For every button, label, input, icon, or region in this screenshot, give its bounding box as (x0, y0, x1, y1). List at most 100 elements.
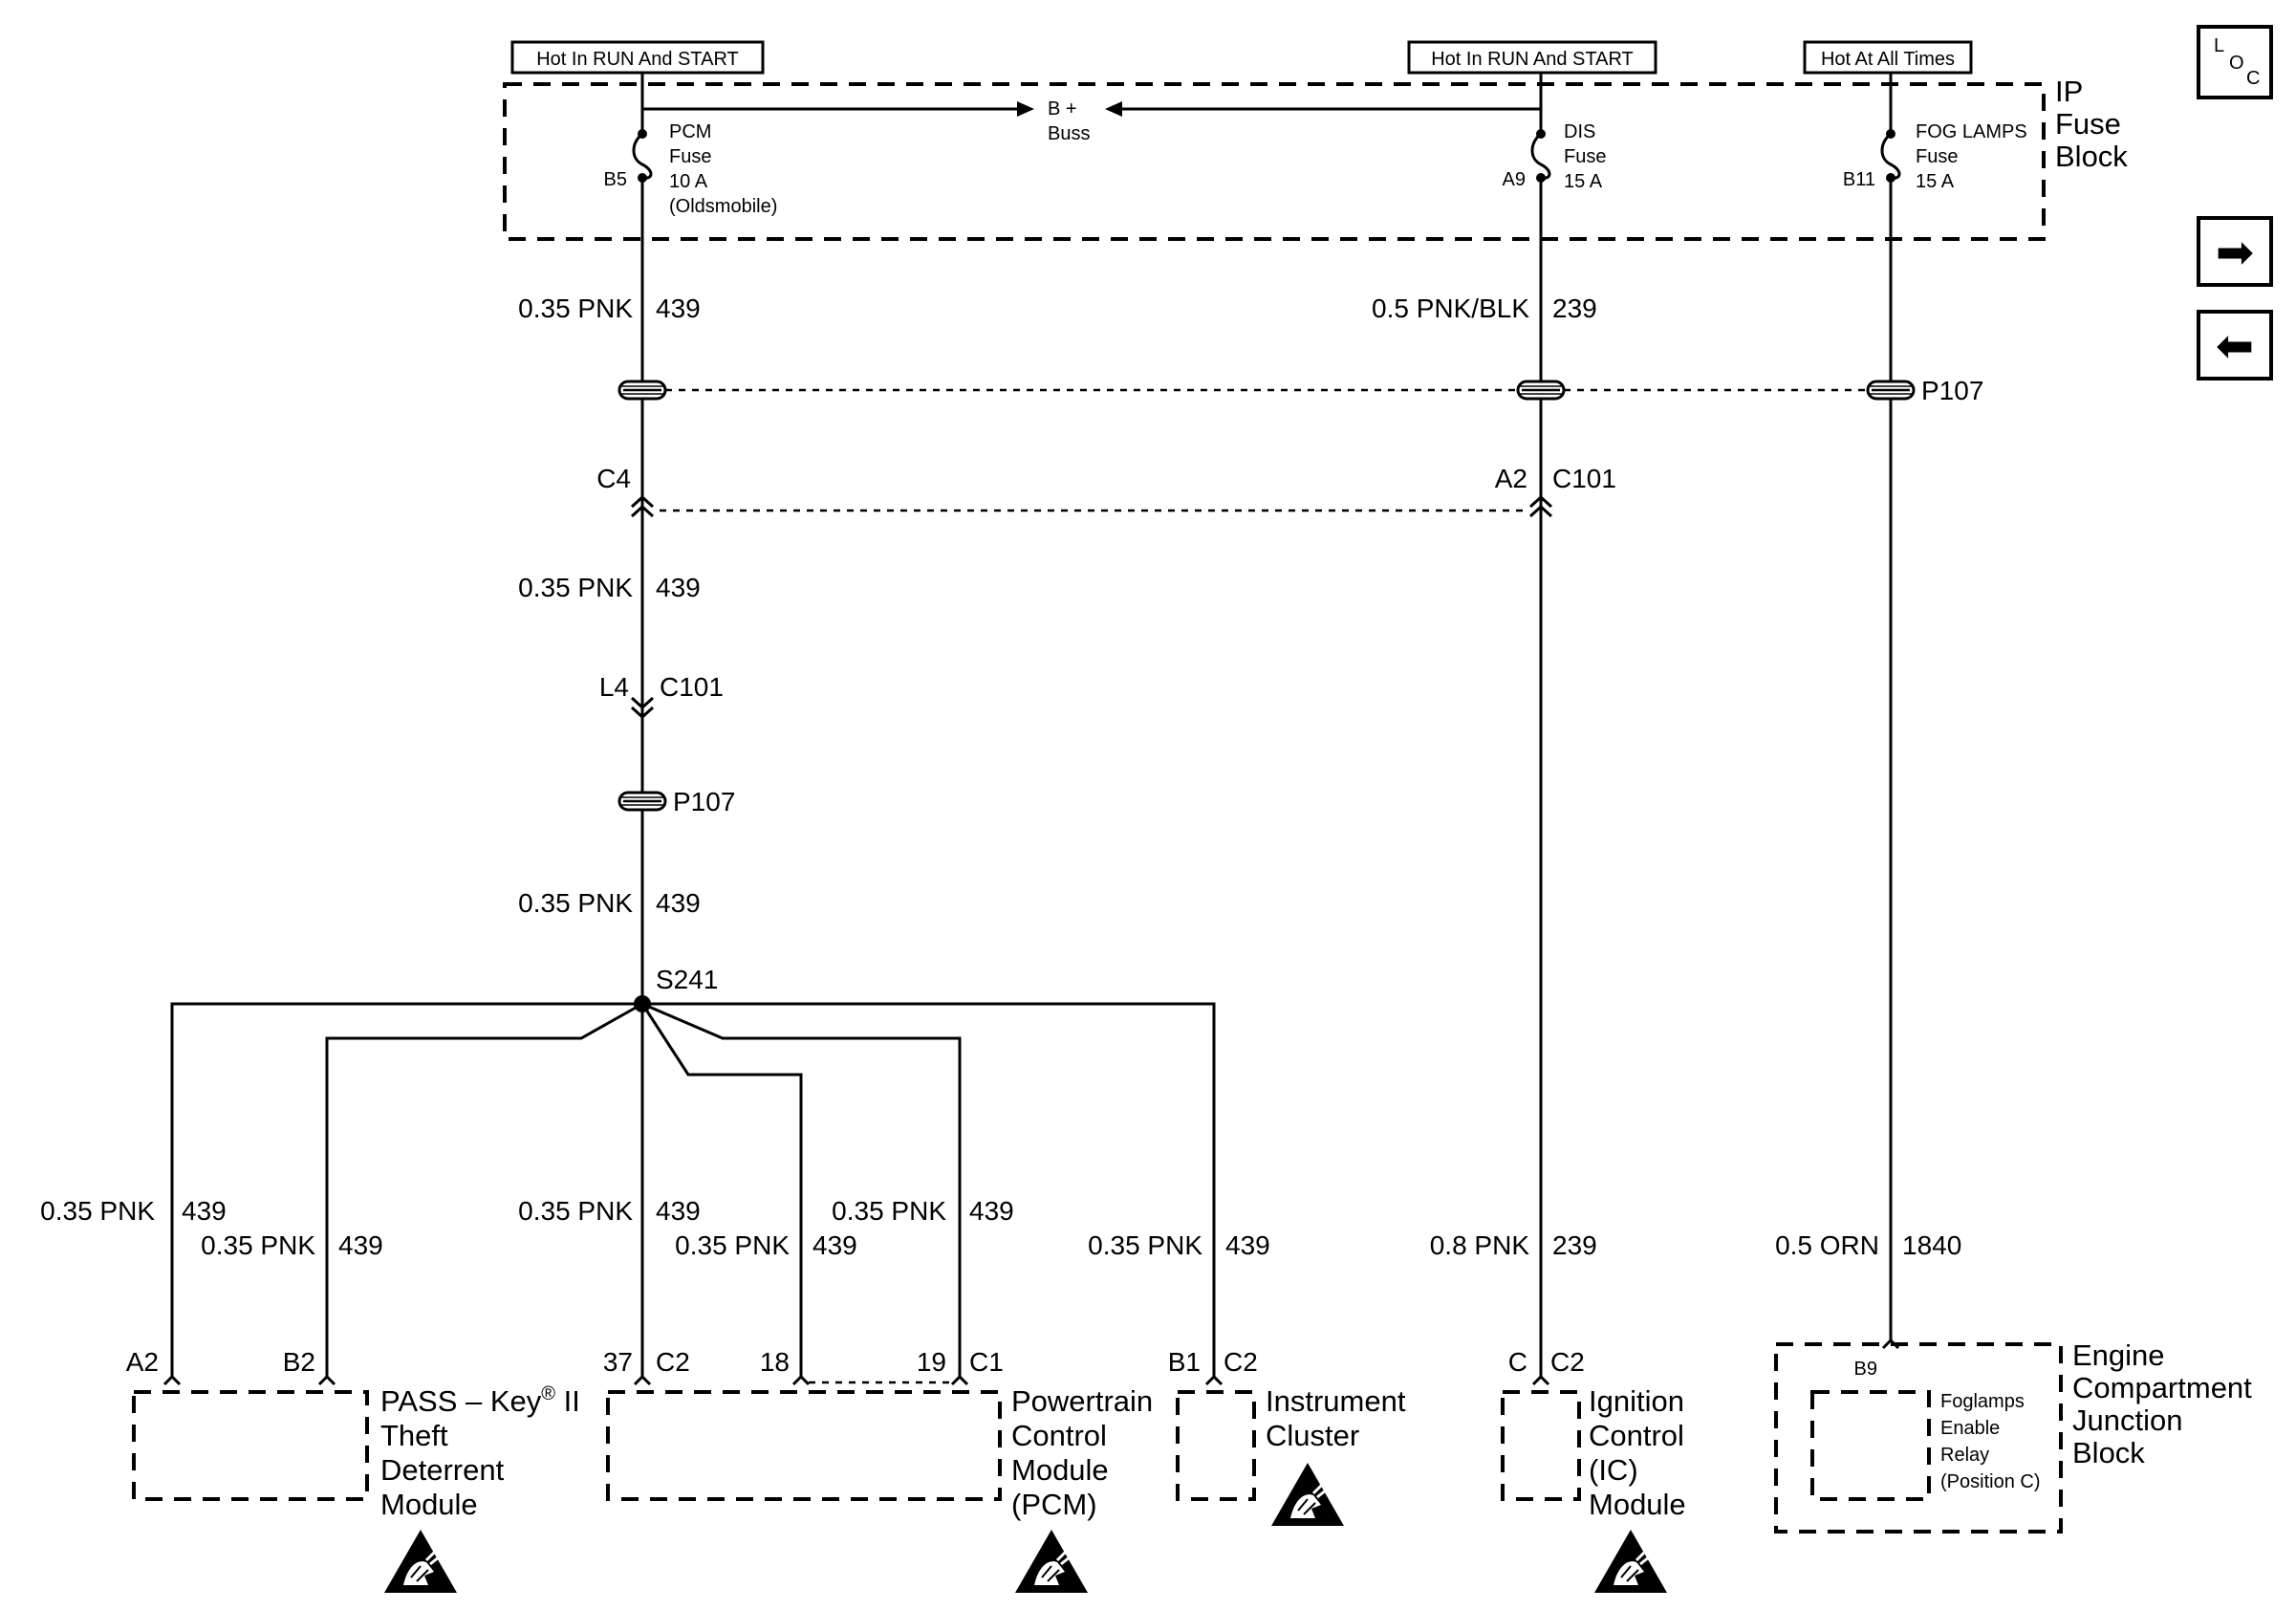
svg-text:15 A: 15 A (1564, 171, 1603, 192)
power-label-hot-all-times: Hot At All Times (1803, 40, 1973, 75)
svg-text:15 A: 15 A (1916, 171, 1955, 192)
wire-circuit: 439 (812, 1230, 857, 1260)
module-ic-line1: Ignition (1589, 1384, 1684, 1418)
wire-circuit: 439 (969, 1196, 1014, 1226)
branch-cluster (642, 1002, 1216, 1379)
inline-connector-p107-dis (1516, 380, 1566, 401)
svg-text:Fuse: Fuse (669, 146, 711, 167)
relay-line1: Foglamps (1940, 1391, 2025, 1412)
esd-warning-icon (1269, 1461, 1346, 1528)
dis-fuse: DIS Fuse 15 A A9 (1503, 73, 1606, 192)
previous-page-button[interactable]: ⬅ (2197, 310, 2273, 381)
wire-size: 0.35 PNK (201, 1230, 315, 1260)
svg-text:B11: B11 (1843, 169, 1875, 190)
module-ic-line2: Control (1589, 1419, 1684, 1452)
junction-block-outline (1774, 1342, 2063, 1534)
inline-connector-p107-pcm (617, 380, 667, 401)
ip-fuse-block-outline (503, 82, 2046, 241)
junction-line3: Junction (2072, 1403, 2182, 1437)
module-cluster-line1: Instrument (1266, 1384, 1406, 1418)
esd-warning-icon (1592, 1528, 1669, 1595)
wire-size: 0.35 PNK (518, 294, 633, 323)
power-label-text: Hot In RUN And START (1431, 49, 1634, 70)
buss-label-2: Buss (1048, 123, 1090, 144)
module-ic-line4: Module (1589, 1488, 1686, 1521)
svg-text:A9: A9 (1503, 169, 1526, 190)
module-pcm-line2: Control (1011, 1419, 1107, 1452)
svg-text:L: L (2214, 35, 2224, 56)
module-pass-key-line2: Theft (380, 1419, 448, 1452)
module-pass-key-line1: PASS – Key® II (380, 1383, 580, 1418)
branch-pass-a2 (170, 1002, 642, 1379)
svg-text:O: O (2229, 53, 2244, 74)
fuse-block-title-1: IP (2055, 75, 2083, 108)
module-ic-outline (1501, 1390, 1581, 1501)
module-cluster-outline (1176, 1390, 1256, 1501)
svg-text:DIS: DIS (1564, 121, 1595, 142)
pin-label: 37 (603, 1347, 633, 1377)
relay-line3: Relay (1940, 1445, 1989, 1466)
module-pcm-line3: Module (1011, 1453, 1109, 1487)
connector-label-c4: C4 (596, 464, 631, 493)
esd-warning-icon (382, 1528, 459, 1595)
pin-label: C (1508, 1347, 1527, 1377)
next-page-button[interactable]: ➡ (2197, 216, 2273, 287)
module-pcm-line4: (PCM) (1011, 1488, 1097, 1521)
wire-circuit: 239 (1552, 1230, 1597, 1260)
module-pass-key-outline (132, 1390, 369, 1501)
connector-label-p107: P107 (673, 787, 735, 816)
wire-circuit: 439 (182, 1196, 227, 1226)
module-cluster-line2: Cluster (1266, 1419, 1359, 1452)
junction-line4: Block (2072, 1436, 2145, 1469)
wire-size: 0.35 PNK (518, 573, 633, 602)
inline-connector-p107-fog (1866, 380, 1916, 401)
svg-text:FOG LAMPS: FOG LAMPS (1916, 121, 2027, 142)
fuse-block-title-3: Block (2055, 140, 2128, 173)
wire-size: 0.35 PNK (675, 1230, 790, 1260)
component-locator-button[interactable]: L O C (2197, 25, 2273, 99)
svg-text:Fuse: Fuse (1564, 146, 1606, 167)
buss-arrow-right (1105, 101, 1122, 117)
pin-label: C2 (656, 1347, 690, 1377)
pin-label: C2 (1224, 1347, 1258, 1377)
wire-circuit: 439 (1225, 1230, 1270, 1260)
wire-size: 0.5 ORN (1775, 1230, 1879, 1260)
connector-label-p107: P107 (1921, 376, 1983, 405)
wire-circuit: 1840 (1902, 1230, 1961, 1260)
relay-line2: Enable (1940, 1418, 2000, 1439)
wire-circuit: 439 (656, 573, 701, 602)
svg-text:C: C (2246, 68, 2260, 89)
pin-label: B9 (1854, 1359, 1877, 1380)
wire-size: 0.8 PNK (1430, 1230, 1530, 1260)
branch-pcm-19 (641, 1002, 962, 1379)
splice-label-s241: S241 (656, 965, 718, 994)
branch-pcm-18 (640, 1003, 803, 1379)
relay-outline (1810, 1390, 1931, 1501)
power-label-run-start-left: Hot In RUN And START (510, 40, 765, 75)
wire-size: 0.35 PNK (40, 1196, 155, 1226)
connector-label-c101: C101 (1552, 464, 1616, 493)
wire-circuit: 439 (656, 294, 701, 323)
inline-connector-p107-lower (617, 791, 667, 812)
pin-terminals (162, 1338, 1900, 1386)
relay-line4: (Position C) (1940, 1471, 2040, 1492)
module-pass-key-line4: Module (380, 1488, 478, 1521)
connector-label-a2: A2 (1495, 464, 1527, 493)
junction-line1: Engine (2072, 1338, 2165, 1372)
power-label-text: Hot At All Times (1821, 49, 1955, 70)
svg-text:PCM: PCM (669, 121, 711, 142)
svg-text:(Oldsmobile): (Oldsmobile) (669, 196, 777, 217)
wire-size: 0.35 PNK (832, 1196, 946, 1226)
buss-arrow-left (1017, 101, 1034, 117)
power-label-run-start-right: Hot In RUN And START (1407, 40, 1657, 75)
esd-warning-icon (1013, 1528, 1090, 1595)
pcm-fuse: PCM Fuse 10 A (Oldsmobile) B5 (604, 73, 777, 217)
pin-label: 18 (760, 1347, 790, 1377)
arrow-right-icon: ➡ (2216, 228, 2254, 278)
wire-size: 0.5 PNK/BLK (1372, 294, 1529, 323)
connector-label-l4: L4 (599, 672, 629, 702)
module-pcm-outline (606, 1390, 1002, 1501)
pin-label: B2 (283, 1347, 315, 1377)
junction-line2: Compartment (2072, 1371, 2252, 1404)
